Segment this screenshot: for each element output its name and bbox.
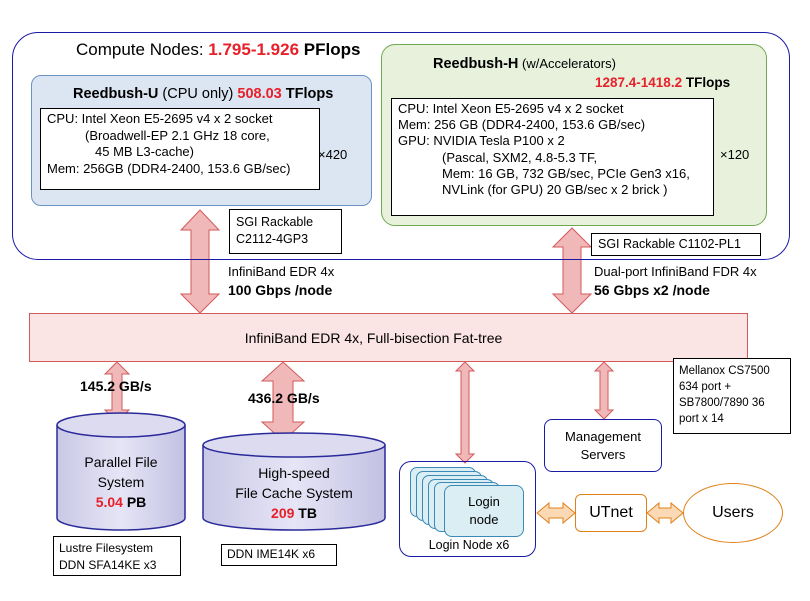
rh-spec-nvlink: NVLink (for GPU) 20 GB/sec x 2 brick ) [442, 182, 668, 198]
mgmt-line1: Management [565, 428, 641, 444]
reedbush-u-node-count: ×420 [318, 147, 348, 162]
ru-spec-cpu-detail: (Broadwell-EP 2.1 GHz 18 core, [85, 127, 270, 143]
ru-link-bandwidth: 100 Gbps /node [228, 282, 333, 298]
rh-link-bandwidth: 56 Gbps x2 /node [594, 282, 710, 298]
ru-link-label: InfiniBand EDR 4x 100 Gbps /node [228, 263, 334, 299]
rh-spec-gpu-mem: Mem: 16 GB, 732 GB/sec, PCIe Gen3 x16, [442, 165, 690, 181]
mellanox-line4: port x 14 [679, 413, 724, 425]
reedbush-u-rack-label: SGI Rackable C2112-4GP3 [229, 209, 342, 254]
pfs-line1: Parallel File [84, 454, 158, 470]
cache-capacity: 209 TB [271, 505, 317, 521]
fat-tree-label: InfiniBand EDR 4x, Full-bisection Fat-tr… [244, 329, 503, 346]
cache-line1: High-speed [258, 465, 330, 481]
fat-tree-network: InfiniBand EDR 4x, Full-bisection Fat-tr… [29, 313, 748, 362]
rack-u-line2: C2112-4GP3 [236, 232, 309, 246]
mellanox-switch-note: Mellanox CS7500 634 port + SB7800/7890 3… [673, 358, 791, 434]
users-node: Users [683, 483, 783, 543]
rh-link-type: Dual-port InfiniBand FDR 4x [594, 264, 757, 279]
reedbush-u-title: Reedbush-U (CPU only) 508.03 TFlops [73, 86, 334, 102]
ddn-ime-note: DDN IME14K x6 [221, 544, 337, 566]
rh-spec-cpu: CPU: Intel Xeon E5-2695 v4 x 2 socket [398, 101, 624, 116]
utnet-link-arrow [536, 501, 576, 525]
reedbush-h-spec: CPU: Intel Xeon E5-2695 v4 x 2 socket Me… [391, 98, 714, 216]
management-servers: Management Servers [544, 419, 662, 472]
lustre-filesystem-note: Lustre Filesystem DDN SFA14KE x3 [53, 536, 181, 576]
mellanox-line2: 634 port + [679, 381, 732, 393]
login-node-caption: Login Node x6 [428, 538, 510, 552]
mellanox-line1: Mellanox CS7500 [679, 365, 770, 377]
compute-nodes-title: Compute Nodes: 1.795-1.926 PFlops [76, 40, 361, 59]
pfs-capacity: 5.04 PB [95, 494, 147, 510]
cache-line2: File Cache System [235, 485, 353, 501]
reedbush-h-node-count: ×120 [720, 147, 750, 162]
rack-u-line1: SGI Rackable [236, 215, 314, 229]
mgmt-line2: Servers [580, 446, 626, 462]
ru-spec-cpu: CPU: Intel Xeon E5-2695 v4 x 2 socket [47, 111, 273, 126]
login-line1: Login [468, 494, 500, 509]
parallel-file-system-cylinder [56, 412, 186, 531]
ru-link-type: InfiniBand EDR 4x [228, 264, 335, 279]
reedbush-h-title: Reedbush-H (w/Accelerators) [433, 56, 616, 72]
cache-bandwidth: 436.2 GB/s [248, 390, 320, 406]
lustre-line1: Lustre Filesystem [59, 541, 154, 555]
reedbush-h-rack-label: SGI Rackable C1102-PL1 [591, 233, 761, 256]
rh-spec-gpu-detail: (Pascal, SXM2, 4.8-5.3 TF, [442, 149, 598, 165]
login-node: Login node [444, 485, 524, 537]
pfs-line2: System [97, 474, 145, 490]
rh-link-label: Dual-port InfiniBand FDR 4x 56 Gbps x2 /… [594, 263, 757, 299]
ru-spec-cache: 45 MB L3-cache) [95, 144, 194, 159]
login-node-group [399, 461, 536, 557]
users-link-arrow [646, 501, 684, 525]
rh-spec-gpu: GPU: NVIDIA Tesla P100 x 2 [398, 133, 565, 149]
pfs-bandwidth: 145.2 GB/s [80, 378, 152, 394]
file-cache-system-label: High-speed File Cache System 209 TB [203, 463, 385, 523]
lustre-line2: DDN SFA14KE x3 [59, 558, 157, 572]
utnet-network: UTnet [575, 494, 647, 532]
rh-spec-mem: Mem: 256 GB (DDR4-2400, 153.6 GB/sec) [398, 117, 646, 133]
reedbush-u-spec: CPU: Intel Xeon E5-2695 v4 x 2 socket (B… [40, 108, 320, 190]
ru-spec-mem: Mem: 256GB (DDR4-2400, 153.6 GB/sec) [47, 160, 291, 176]
mgmt-link-arrow [593, 361, 615, 420]
parallel-file-system-label: Parallel File System 5.04 PB [55, 452, 187, 512]
compute-nodes-group [12, 32, 790, 260]
file-cache-system-cylinder [202, 432, 386, 531]
reedbush-h-tflops: 1287.4-1418.2 TFlops [595, 75, 731, 90]
login-link-arrow [454, 361, 476, 464]
mellanox-line3: SB7800/7890 36 [679, 397, 765, 409]
login-line2: node [469, 512, 499, 527]
